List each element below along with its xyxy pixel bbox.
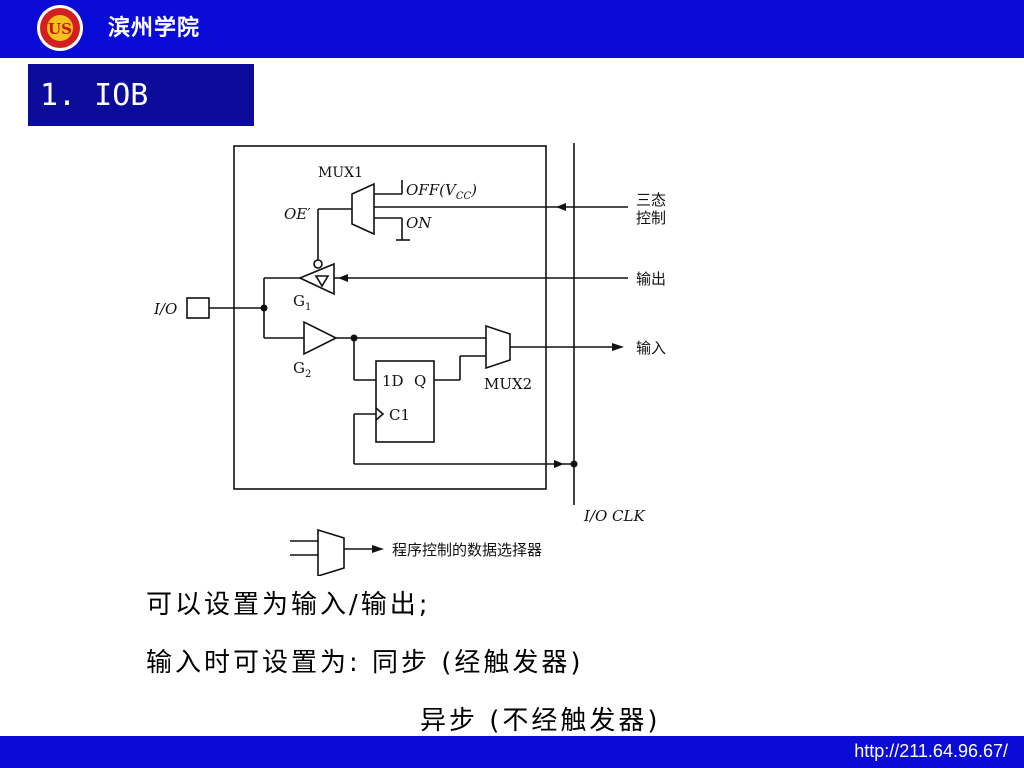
- mux1-label: MUX1: [318, 165, 363, 181]
- io-label: I/O: [153, 300, 177, 318]
- ff-q-label: Q: [414, 372, 426, 390]
- footer-url: http://211.64.96.67/: [854, 741, 1008, 761]
- school-name: 滨州学院: [108, 16, 201, 41]
- school-logo-icon: US: [37, 5, 83, 51]
- legend-mux-symbol: [317, 528, 345, 576]
- slide-title: 1. IOB: [40, 78, 149, 113]
- off-label: OFF(VCC): [406, 181, 477, 202]
- oe-label: OE′: [284, 205, 311, 223]
- flip-flop: [375, 360, 435, 443]
- iob-circuit-diagram: MUX1 OFF(VCC) ON OE′ I/O G1 G2 1D Q C1 M…: [153, 143, 666, 576]
- mux1-symbol: [351, 182, 375, 236]
- mux2-symbol: [485, 324, 511, 370]
- tristate-label-line1: 三态: [636, 191, 666, 209]
- tristate-label-line2: 控制: [636, 209, 666, 227]
- io-clk-label: I/O CLK: [583, 507, 645, 525]
- svg-text:US: US: [48, 20, 72, 38]
- g1-label: G1: [293, 292, 311, 313]
- body-text-line1: 可以设置为输入/输出;: [146, 590, 431, 620]
- body-text-line2: 输入时可设置为: 同步 (经触发器): [146, 648, 584, 678]
- on-label: ON: [406, 214, 432, 232]
- output-label: 输出: [636, 270, 666, 288]
- g1-output-buffer: [298, 262, 335, 296]
- mux2-label: MUX2: [484, 375, 532, 393]
- iob-boundary: [233, 145, 547, 490]
- header-bar: US 滨州学院: [0, 0, 1024, 58]
- footer-bar: http://211.64.96.67/: [0, 736, 1024, 768]
- body-text-line3: 异步 (不经触发器): [420, 706, 661, 736]
- input-label: 输入: [636, 339, 666, 357]
- ff-d-label: 1D: [382, 372, 404, 390]
- ff-c-label: C1: [389, 406, 410, 424]
- g2-label: G2: [293, 359, 311, 380]
- legend-label: 程序控制的数据选择器: [392, 541, 542, 559]
- slide-title-box: 1. IOB: [28, 64, 254, 126]
- g2-input-buffer: [303, 320, 338, 356]
- io-pad: [186, 297, 210, 319]
